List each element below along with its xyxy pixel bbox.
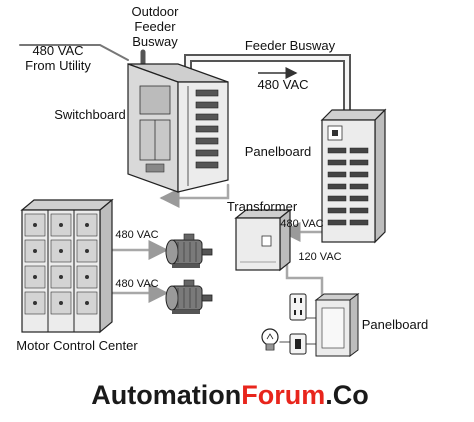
outlet-icon [289, 293, 307, 321]
switchboard-breakers [195, 89, 219, 169]
brand-part-automation: Automation [91, 380, 241, 410]
motor-1 [165, 233, 213, 268]
transformer-out-voltage-label: 120 VAC [298, 251, 341, 263]
motor-2 [165, 279, 213, 314]
outdoor-busway-label-2: Feeder [134, 19, 176, 34]
brand-part-co: .Co [325, 380, 369, 410]
utility-source-label: From Utility [25, 58, 91, 73]
transformer [234, 208, 292, 272]
outdoor-busway-label-1: Outdoor [132, 4, 180, 19]
light-bulb-icon [261, 328, 279, 351]
panelboard-main [320, 108, 387, 244]
utility-voltage-label: 480 VAC [32, 43, 83, 58]
panelboard-small [314, 293, 360, 357]
light-switch-icon [289, 333, 307, 355]
feeder-busway-label: Feeder Busway [245, 38, 336, 53]
transformer-label: Transformer [227, 199, 298, 214]
feeder-voltage-label: 480 VAC [257, 77, 308, 92]
brand-logo: AutomationForum.Co [91, 380, 368, 410]
switchboard [127, 63, 229, 193]
utility-feed-line [19, 44, 129, 61]
motor-control-center [20, 198, 114, 334]
mcc-label: Motor Control Center [16, 338, 138, 353]
motor1-voltage-label: 480 VAC [115, 229, 158, 241]
panelboard-small-label: Panelboard [362, 317, 429, 332]
panelboard-main-label: Panelboard [245, 144, 312, 159]
switchboard-label: Switchboard [54, 107, 126, 122]
panelboard-main-breakers [327, 147, 369, 226]
motor2-voltage-label: 480 VAC [115, 278, 158, 290]
transformer-in-voltage-label: 480 VAC [280, 218, 323, 230]
outdoor-busway-label-3: Busway [132, 34, 178, 49]
switchboard-to-mcc-line [159, 183, 230, 208]
brand-part-forum: Forum [241, 380, 325, 410]
